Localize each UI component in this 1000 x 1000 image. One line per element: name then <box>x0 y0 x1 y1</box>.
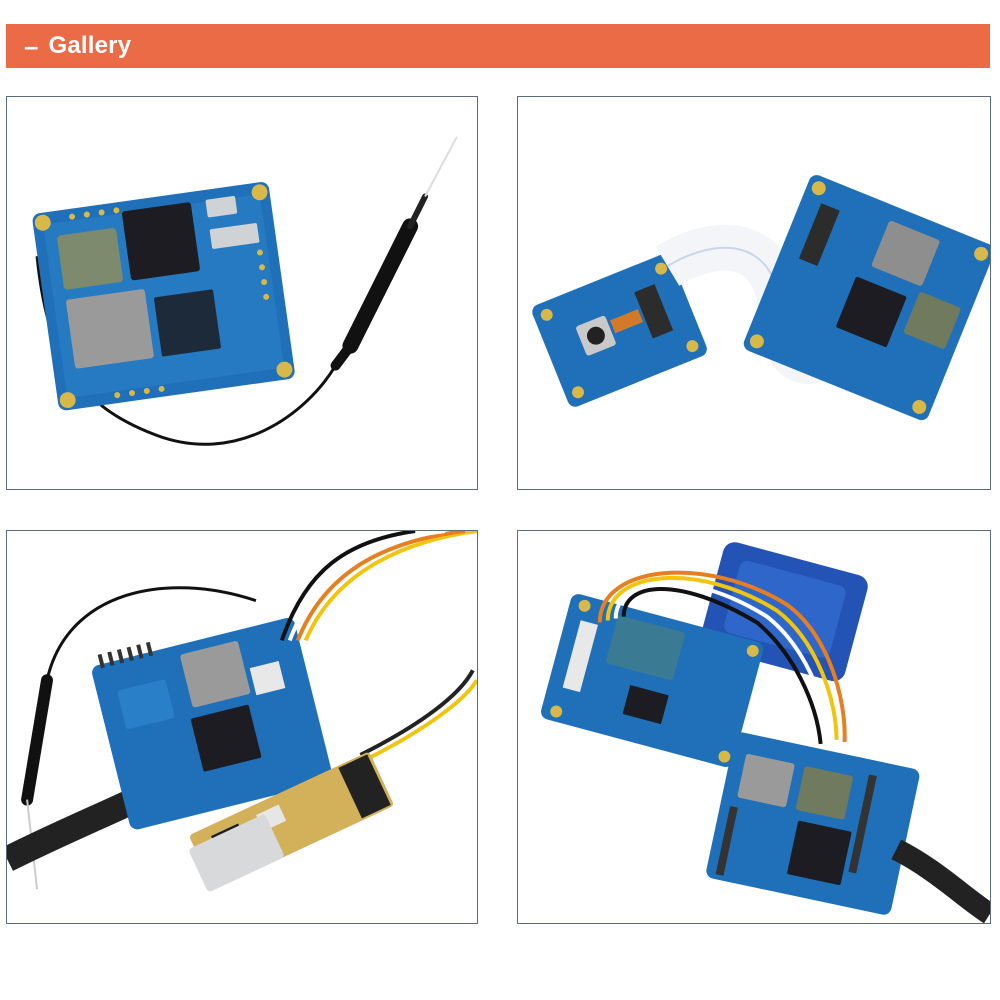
gallery-image-3[interactable] <box>6 530 478 924</box>
board-usb-serial-adapter-photo <box>7 531 477 892</box>
board-rs232-vga-photo <box>541 542 990 923</box>
gallery-image-1[interactable] <box>6 96 478 490</box>
gallery-header[interactable]: – Gallery <box>6 24 990 68</box>
board-antenna-photo <box>32 136 458 446</box>
gallery-image-4[interactable] <box>517 530 991 924</box>
gallery-image-2[interactable] <box>517 96 991 490</box>
section-title: Gallery <box>48 32 132 59</box>
board-camera-ribbon-photo <box>532 175 990 421</box>
collapse-icon[interactable]: – <box>24 31 39 61</box>
